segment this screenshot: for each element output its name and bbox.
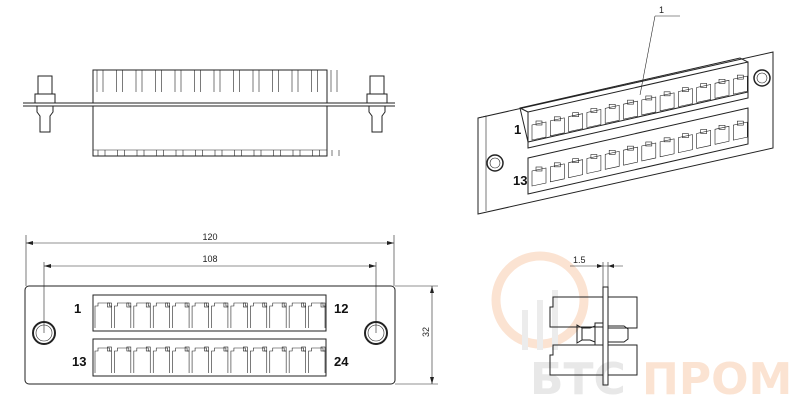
port: [250, 346, 268, 373]
port-row-bottom: [92, 338, 327, 377]
port-label-13: 13: [72, 354, 86, 369]
iso-port: [641, 141, 657, 162]
port: [288, 346, 306, 373]
port: [114, 302, 132, 328]
faceplate: [24, 285, 396, 385]
iso-port: [659, 137, 675, 158]
iso-port: [678, 87, 693, 108]
screw-left: [34, 75, 56, 133]
port: [308, 302, 326, 328]
port: [230, 346, 248, 373]
front-view: 120 108 32 1 12 13 24: [24, 232, 438, 385]
iso-port: [659, 91, 675, 112]
isometric-view: 1 13 1: [477, 5, 774, 215]
iso-port: [604, 104, 620, 124]
iso-port: [678, 133, 693, 154]
iso-port: [623, 99, 638, 120]
fin: [155, 70, 162, 92]
iso-faceplate: [477, 51, 774, 215]
iso-port: [549, 116, 565, 137]
fin: [252, 70, 260, 92]
side-view: [23, 69, 395, 157]
fin: [291, 70, 299, 92]
fin: [96, 70, 104, 92]
watermark: БТС ПРОМ: [491, 251, 792, 404]
section-view: 1.5: [549, 255, 638, 386]
fin: [311, 70, 318, 92]
port-label-24: 24: [334, 354, 349, 369]
port: [133, 346, 151, 373]
port: [114, 346, 132, 373]
iso-port: [696, 83, 712, 103]
fin: [135, 70, 143, 92]
fin: [213, 70, 221, 92]
iso-port: [586, 108, 602, 128]
dim-plate-thickness: 1.5: [573, 255, 586, 265]
port-row-top: [92, 294, 327, 332]
port: [288, 302, 306, 328]
watermark-text-gray: БТС: [530, 354, 626, 404]
iso-label-13: 13: [513, 173, 527, 188]
fin: [116, 70, 123, 92]
port: [308, 346, 326, 373]
iso-port: [714, 79, 730, 99]
iso-port: [696, 129, 712, 149]
fin: [272, 70, 279, 92]
port: [269, 302, 287, 328]
watermark-text-orange: ПРОМ: [642, 354, 792, 404]
iso-port: [623, 145, 638, 166]
port: [230, 302, 248, 328]
port: [152, 346, 170, 373]
fin: [233, 70, 240, 92]
iso-port: [732, 120, 748, 141]
port: [172, 346, 190, 373]
mount-hole-right: [364, 321, 388, 345]
iso-port: [714, 125, 730, 145]
iso-port: [641, 95, 657, 116]
port: [211, 302, 229, 328]
port: [211, 346, 229, 373]
port: [172, 302, 190, 328]
screw-right: [366, 75, 388, 133]
iso-port: [531, 120, 547, 141]
fin: [194, 70, 201, 92]
port-label-1: 1: [74, 301, 81, 316]
iso-port: [732, 74, 748, 95]
iso-port: [531, 166, 547, 187]
port: [94, 302, 112, 328]
callout-1: 1: [659, 5, 664, 15]
dim-overall-width: 120: [202, 232, 217, 242]
port: [191, 302, 209, 328]
fin: [330, 70, 338, 92]
iso-port: [549, 162, 565, 183]
iso-port: [586, 154, 602, 174]
iso-port: [568, 158, 583, 179]
iso-port: [568, 112, 583, 133]
port: [133, 302, 151, 328]
iso-port: [604, 150, 620, 170]
dim-hole-spacing: 108: [202, 254, 217, 264]
port: [250, 302, 268, 328]
mount-hole-left: [32, 321, 56, 345]
port: [269, 346, 287, 373]
port: [152, 302, 170, 328]
port-label-12: 12: [334, 301, 348, 316]
fin: [174, 70, 182, 92]
port: [191, 346, 209, 373]
iso-label-1: 1: [514, 122, 521, 137]
port: [94, 346, 112, 373]
dim-height: 32: [421, 327, 431, 337]
